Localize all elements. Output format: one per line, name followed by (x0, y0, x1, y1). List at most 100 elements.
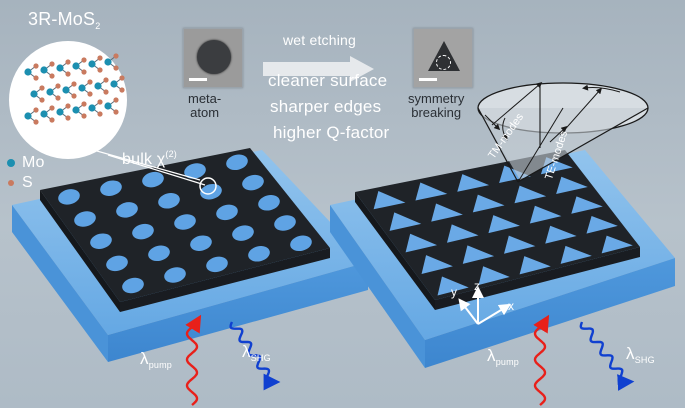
mo-atom (72, 106, 80, 114)
triangle-hole (519, 256, 551, 275)
hole (232, 225, 254, 241)
hole (274, 215, 296, 231)
hole (184, 163, 206, 179)
pump-label-left: λpump (140, 349, 173, 370)
hole-array-left (58, 154, 312, 294)
mo-atom (40, 110, 48, 118)
hole (122, 277, 144, 294)
mo-atom (46, 88, 54, 96)
meta-atom-sem-image (183, 28, 243, 88)
s-atom (49, 73, 55, 79)
s-atom (33, 63, 39, 69)
s-atom (65, 115, 71, 121)
mo-atom (110, 80, 118, 88)
improvement-3: higher Q-factor (273, 123, 390, 142)
triangle-hole (514, 185, 547, 204)
s-atom (119, 87, 125, 93)
hole (258, 195, 280, 211)
hole (100, 180, 122, 196)
s-atom (33, 107, 39, 113)
s-atom (65, 71, 71, 77)
legend-s-label: S (22, 174, 33, 191)
triangle-hole (431, 203, 463, 222)
triangle-hole (601, 235, 633, 254)
s-atom (55, 95, 61, 101)
coordinate-axes (458, 286, 512, 325)
pump-beam-left (185, 314, 202, 406)
hole (174, 214, 196, 230)
s-atom (97, 67, 103, 73)
mo-atom (62, 86, 70, 94)
pump-beam-right (533, 314, 550, 406)
s-atom (65, 103, 71, 109)
mo-atom (72, 62, 80, 70)
s-atom (49, 61, 55, 67)
triangle-hole (373, 191, 406, 210)
hole (216, 204, 238, 221)
triangle-hole (560, 245, 592, 264)
axis-z-label: z (474, 279, 480, 293)
hole (148, 245, 170, 262)
s-atom (49, 105, 55, 111)
mo-atom (24, 68, 32, 76)
triangle-hole (571, 196, 603, 214)
mo-atom (104, 102, 112, 110)
crystal-zoom (9, 41, 217, 195)
hole (158, 193, 180, 209)
shg-label-right: λSHG (626, 344, 655, 365)
s-atom (103, 89, 109, 95)
triangle-hole (488, 215, 520, 234)
s-atom (81, 69, 87, 75)
triangle-hole (545, 225, 577, 244)
s-atom (81, 101, 87, 107)
triangle-hole (499, 165, 531, 183)
mo-atom (56, 108, 64, 116)
hole (248, 246, 270, 262)
shg-beam-left (229, 321, 281, 391)
triangle-hole (421, 255, 453, 274)
triangle-hole (478, 266, 510, 285)
hole (242, 174, 264, 191)
mo-atom (88, 60, 96, 68)
shg-beam-right (579, 321, 635, 391)
s-atom (103, 77, 109, 83)
meta-atom-label: meta- atom (188, 91, 222, 120)
pump-label-right: λpump (487, 346, 520, 367)
mos2-lattice (24, 53, 125, 125)
triangle-hole (437, 276, 469, 296)
symmetry-breaking-label: symmetry breaking (408, 91, 465, 120)
s-atom (97, 111, 103, 117)
crystal-circle (9, 41, 127, 159)
zoom-origin-circle (199, 177, 217, 195)
s-atom (71, 93, 77, 99)
triangle-hole (472, 194, 505, 213)
s-atom (81, 113, 87, 119)
mo-atom (78, 84, 86, 92)
s-atom (81, 57, 87, 63)
triangle-hole (556, 176, 588, 194)
symmetry-sem-image (413, 28, 473, 88)
triangle-hole (447, 224, 479, 243)
material-title: 3R-MoS2 (28, 9, 101, 31)
mo-atom (88, 104, 96, 112)
triangle-hole (504, 235, 536, 254)
mo-atom (30, 90, 38, 98)
improvement-1: cleaner surface (268, 71, 388, 90)
s-atom (71, 81, 77, 87)
s-atom (87, 79, 93, 85)
s-atom (113, 65, 119, 71)
s-atom (39, 97, 45, 103)
bulk-chi-label: bulk χ(2) (122, 149, 178, 168)
hole (206, 256, 228, 273)
wet-etching-label: wet etching (283, 32, 357, 48)
mode-cone (477, 82, 649, 183)
hole (190, 235, 212, 251)
mo-atom (40, 66, 48, 74)
mo-atom (56, 64, 64, 72)
mo-dot-icon (7, 159, 15, 167)
triangle-hole (462, 245, 495, 264)
triangle-hole (457, 174, 490, 192)
s-atom (49, 117, 55, 123)
hole (290, 235, 312, 252)
triangle-hole (529, 205, 562, 224)
